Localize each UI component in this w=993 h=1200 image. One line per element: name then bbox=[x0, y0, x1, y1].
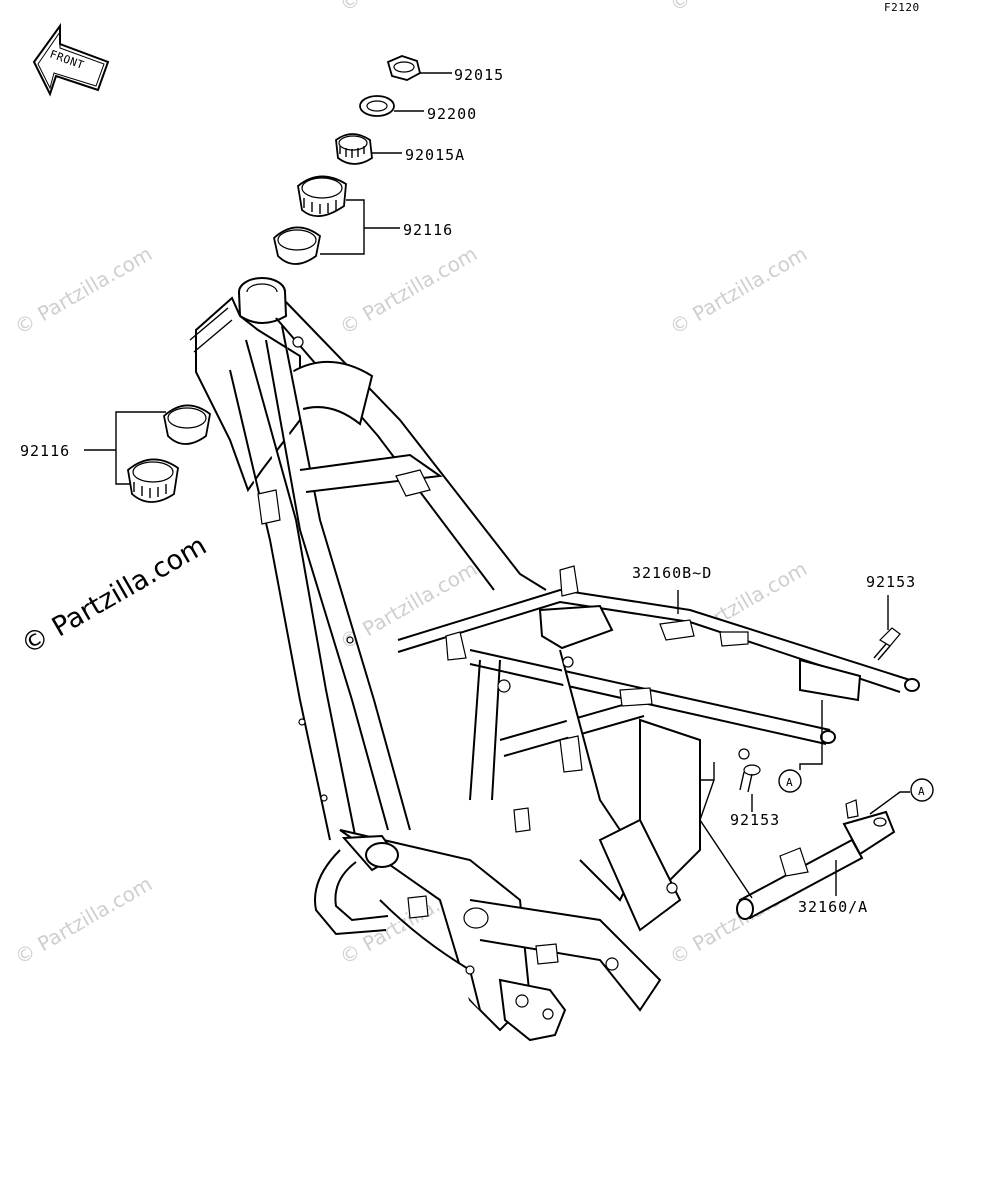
connector-a-frame: A bbox=[778, 769, 802, 793]
watermark-2: © Partzilla.com bbox=[336, 241, 482, 339]
callout-92153-right: 92153 bbox=[866, 573, 916, 591]
frame-drawing bbox=[189, 277, 920, 1042]
callout-92116-upper: 92116 bbox=[403, 221, 453, 239]
callout-92015A: 92015A bbox=[405, 146, 465, 164]
watermark-9: © Partzilla.com bbox=[336, 0, 482, 16]
callout-92015: 92015 bbox=[454, 66, 504, 84]
connector-a-stay-text: A bbox=[918, 785, 925, 798]
washer-92200-icon bbox=[359, 95, 395, 117]
bolt-92153-mid-icon bbox=[739, 764, 761, 793]
nut-92015-icon bbox=[386, 55, 422, 81]
callout-92116-lower: 92116 bbox=[20, 442, 70, 460]
watermark-main: © Partzilla.com bbox=[16, 530, 212, 661]
connector-a-frame-text: A bbox=[786, 776, 793, 789]
watermark-6: © Partzilla.com bbox=[11, 871, 157, 969]
bearing-lower-set-icon bbox=[127, 404, 211, 503]
connector-a-stay: A bbox=[910, 778, 934, 802]
front-arrow-icon: FRONT bbox=[32, 22, 110, 97]
figure-code: F2120 bbox=[884, 1, 920, 14]
watermark-3: © Partzilla.com bbox=[666, 241, 812, 339]
callout-32160-A: 32160/A bbox=[798, 898, 868, 916]
leader-lines bbox=[84, 72, 910, 899]
callout-92153-mid: 92153 bbox=[730, 811, 780, 829]
bolt-92153-right-icon bbox=[873, 627, 901, 661]
rear-stay-32160-icon bbox=[736, 799, 896, 920]
watermark-1: © Partzilla.com bbox=[11, 241, 157, 339]
nut-92015A-icon bbox=[335, 133, 373, 165]
watermark-10: © Partzilla.com bbox=[666, 0, 812, 16]
bearing-upper-set-icon bbox=[273, 175, 347, 265]
callout-92200: 92200 bbox=[427, 105, 477, 123]
callout-32160B-D: 32160B~D bbox=[632, 564, 712, 582]
